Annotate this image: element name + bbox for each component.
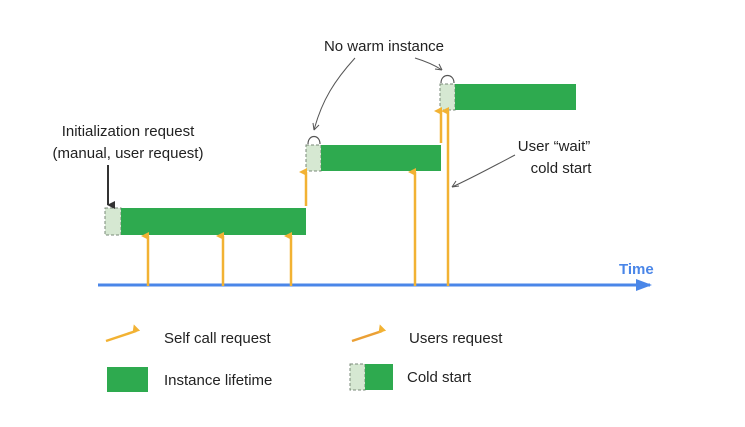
init-request-sublabel: (manual, user request)	[53, 145, 204, 162]
no-warm-arrowhead	[434, 63, 443, 71]
instance-3	[439, 83, 576, 111]
legend-item-self-call: Self call request	[105, 324, 272, 347]
cold-start-block	[439, 83, 456, 111]
legend-item-cold-start: Cold start	[349, 363, 472, 391]
legend-label: Cold start	[407, 369, 472, 386]
legend-label: Instance lifetime	[164, 372, 272, 389]
no-warm-arrowhead	[312, 122, 320, 131]
instance-2	[305, 144, 441, 172]
no-warm-annotation-arrow	[313, 57, 356, 131]
cold-start-block	[305, 144, 322, 172]
cold-start-block-icon	[349, 363, 366, 391]
cold-start-bracket	[307, 135, 321, 145]
cold-start-bracket	[440, 74, 455, 84]
instance-lifetime-bar	[321, 145, 441, 171]
wait-arrowhead	[451, 180, 460, 188]
no-warm-annotation-arrow	[414, 57, 443, 71]
user-wait-label: User “wait”	[518, 138, 591, 155]
legend-item-instance-lifetime: Instance lifetime	[107, 367, 272, 392]
wait-annotation-arrow	[451, 154, 516, 188]
cold-start-block	[104, 207, 122, 236]
instance-lifetime-bar	[455, 84, 576, 110]
legend-label: Users request	[409, 330, 503, 347]
legend: Self call request Users request Instance…	[105, 324, 503, 392]
legend-item-users-request: Users request	[351, 324, 503, 347]
green-bar-icon	[365, 364, 393, 390]
no-warm-instance-label: No warm instance	[324, 38, 444, 55]
legend-label: Self call request	[164, 330, 272, 347]
orange-arrow-icon	[351, 324, 387, 343]
instance-lifetime-bar	[121, 208, 306, 235]
instance-1	[104, 207, 306, 236]
orange-arrow-icon	[105, 324, 141, 343]
init-request-label: Initialization request	[62, 123, 195, 140]
cold-start-label: cold start	[531, 160, 593, 177]
green-bar-icon	[107, 367, 148, 392]
time-axis-label: Time	[619, 261, 654, 278]
